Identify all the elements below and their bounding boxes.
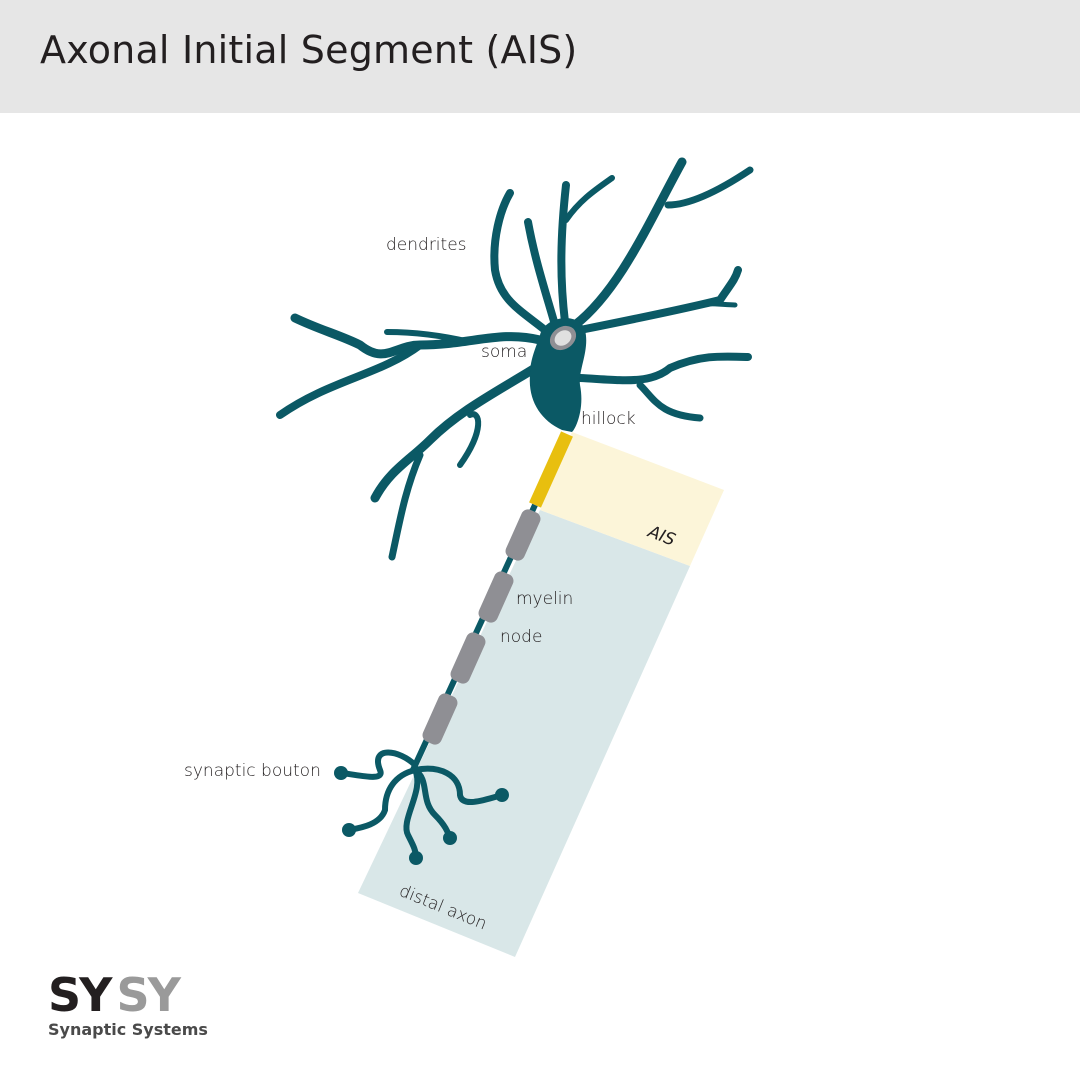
soma — [529, 318, 587, 432]
nucleolus — [554, 330, 572, 346]
logo-name: Synaptic Systems — [48, 1020, 208, 1039]
logo-mark-light: SY — [116, 968, 180, 1022]
distal-axon-region — [358, 510, 690, 957]
label-synaptic-bouton: synaptic bouton — [184, 761, 321, 781]
synaptic-boutons — [334, 766, 509, 865]
label-soma: soma — [481, 342, 527, 362]
dendrites — [276, 157, 754, 561]
header-bar: Axonal Initial Segment (AIS) — [0, 0, 1080, 113]
myelin-sheaths — [422, 509, 541, 745]
label-node: node — [500, 627, 542, 647]
logo-mark-dark: SY — [48, 968, 112, 1022]
ais-region — [540, 432, 724, 566]
label-hillock: hillock — [581, 409, 636, 429]
label-myelin: myelin — [516, 589, 573, 609]
page-title: Axonal Initial Segment (AIS) — [40, 28, 578, 72]
label-dendrites: dendrites — [386, 235, 467, 255]
axon-initial-segment — [529, 431, 573, 508]
